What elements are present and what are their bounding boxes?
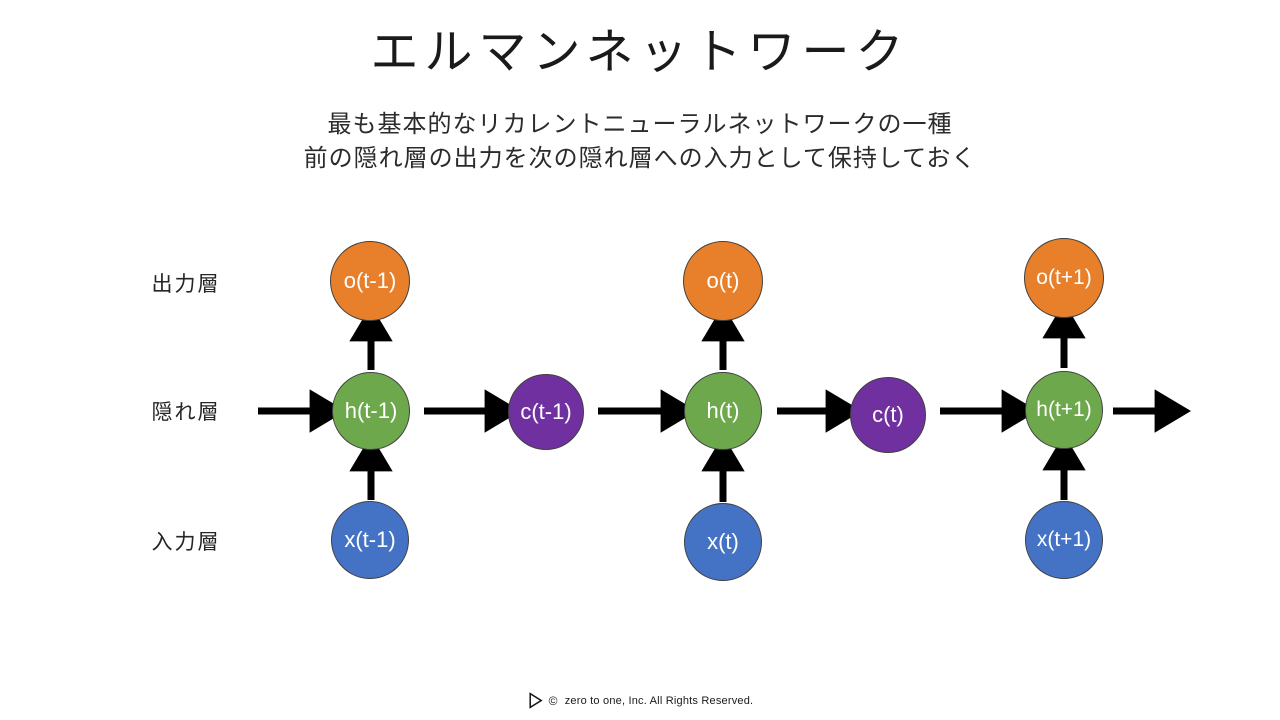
subtitle-line-2: 前の隠れ層の出力を次の隠れ層への入力として保持しておく xyxy=(303,145,977,173)
node-label: h(t-1) xyxy=(344,398,398,423)
node-h-t-1[interactable]: h(t-1) xyxy=(332,372,410,450)
node-o-t[interactable]: o(t) xyxy=(683,241,763,321)
node-o-t-plus-1[interactable]: o(t+1) xyxy=(1024,238,1104,318)
page-title: エルマンネットワーク xyxy=(370,26,910,79)
copyright-icon: © xyxy=(548,693,558,708)
node-c-t[interactable]: c(t) xyxy=(850,377,926,453)
brand-logo: © xyxy=(527,692,558,709)
subtitle-line-1: 最も基本的なリカレントニューラルネットワークの一種 xyxy=(327,111,953,138)
row-label-output-layer: 出力層 xyxy=(151,273,221,296)
node-h-t-plus-1[interactable]: h(t+1) xyxy=(1025,371,1103,449)
footer: © zero to one, Inc. All Rights Reserved. xyxy=(0,692,1280,709)
node-label: x(t) xyxy=(707,529,739,554)
play-triangle-icon xyxy=(529,692,543,709)
node-h-t[interactable]: h(t) xyxy=(684,372,762,450)
node-x-t-1[interactable]: x(t-1) xyxy=(331,501,409,579)
node-label: h(t+1) xyxy=(1036,398,1092,421)
node-label: c(t) xyxy=(872,402,904,427)
footer-copyright-text: zero to one, Inc. All Rights Reserved. xyxy=(564,694,754,707)
page-subtitle: 最も基本的なリカレントニューラルネットワークの一種 前の隠れ層の出力を次の隠れ層… xyxy=(0,108,1280,176)
node-label: o(t+1) xyxy=(1036,266,1092,289)
node-x-t[interactable]: x(t) xyxy=(684,503,762,581)
node-label: o(t) xyxy=(706,268,740,293)
node-label: x(t-1) xyxy=(344,527,396,552)
row-label-hidden-layer: 隠れ層 xyxy=(151,401,221,424)
node-c-t-1[interactable]: c(t-1) xyxy=(508,374,584,450)
node-label: o(t-1) xyxy=(343,268,397,293)
node-label: x(t+1) xyxy=(1036,528,1092,551)
row-label-input-layer: 入力層 xyxy=(151,531,221,554)
node-label: c(t-1) xyxy=(520,399,572,424)
node-o-t-1[interactable]: o(t-1) xyxy=(330,241,410,321)
node-label: h(t) xyxy=(706,398,740,423)
node-x-t-plus-1[interactable]: x(t+1) xyxy=(1025,501,1103,579)
